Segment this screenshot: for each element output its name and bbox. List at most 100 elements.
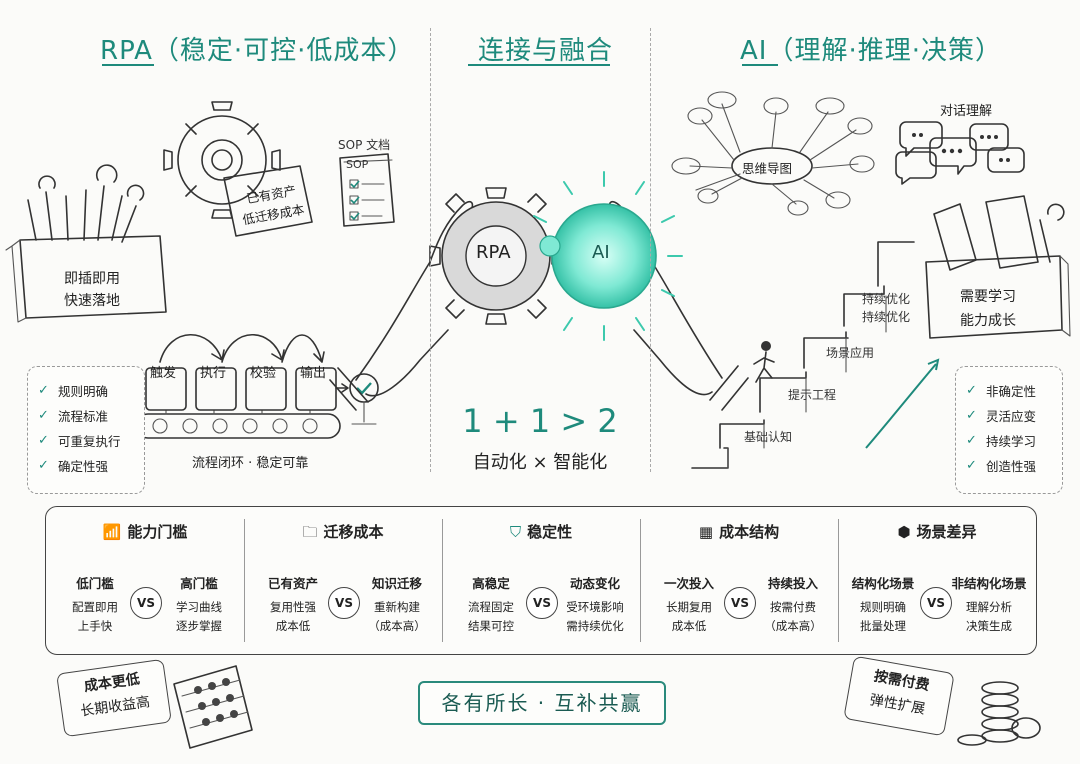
- check-icon: ✓: [966, 432, 977, 448]
- check-icon: ✓: [966, 407, 977, 423]
- sop-sheet-label: SOP: [346, 158, 369, 171]
- rpa-header: RPA（稳定·可控·低成本）: [100, 36, 415, 66]
- flow-arcs: [159, 334, 325, 363]
- step-output: 输出: [300, 366, 327, 381]
- check-icon: ✓: [966, 457, 977, 473]
- vs-badge: VS: [328, 587, 360, 619]
- check-icon: ✓: [38, 457, 49, 473]
- vs-badge: VS: [526, 587, 558, 619]
- toolbox-illustration: [5, 164, 167, 323]
- check-icon: ✓: [38, 432, 49, 448]
- compare-left: 结构化场景规则明确批量处理: [851, 576, 915, 633]
- gear-illustration: [163, 101, 313, 237]
- compare-col-stability: ⛉稳定性 高稳定流程固定结果可控 VS 动态变化受环境影响需持续优化: [442, 507, 640, 654]
- compare-right: 非结构化场景理解分析决策生成: [951, 576, 1027, 633]
- step-verify: 校验: [250, 366, 277, 381]
- step-box-1: [145, 367, 187, 411]
- dialog-label: 对话理解: [940, 104, 993, 119]
- compare-right: 持续投入按需付费（成本高）: [764, 576, 822, 633]
- ai-trait: 非确定性: [986, 384, 1037, 399]
- shield-icon: ⛉: [509, 523, 522, 541]
- compare-title: ▦成本结构: [698, 523, 780, 541]
- abacus-illustration: [173, 665, 253, 749]
- ai-puzzle-piece: [533, 171, 683, 341]
- ai-trait: 持续学习: [986, 434, 1037, 449]
- compare-title: 📶能力门槛: [102, 523, 188, 541]
- flow-caption: 流程闭环 · 稳定可靠: [192, 456, 309, 471]
- mind-map-illustration: [671, 91, 875, 216]
- compare-left: 一次投入长期复用成本低: [663, 576, 714, 633]
- compare-right: 知识迁移重新构建（成本高）: [368, 576, 426, 633]
- cube-icon: ⬢: [897, 523, 911, 541]
- compare-title: ⛉稳定性: [509, 523, 573, 541]
- rpa-puzzle-piece: [429, 187, 563, 325]
- stair-step-4b: 持续优化: [862, 310, 911, 324]
- center-subtitle: 自动化 × 智能化: [472, 452, 608, 473]
- column-separator: [244, 519, 245, 642]
- check-icon: ✓: [38, 382, 49, 398]
- stair-step-1: 基础认知: [744, 430, 793, 444]
- rpa-header-underline: [102, 64, 154, 66]
- rpa-trait: 流程标准: [58, 409, 109, 424]
- equation: 1 + 1 > 2: [462, 402, 618, 440]
- mindmap-label: 思维导图: [742, 161, 793, 176]
- books-box-illustration: [925, 195, 1071, 339]
- vs-badge: VS: [130, 587, 162, 619]
- ai-header: AI（理解·推理·决策）: [740, 36, 1002, 66]
- column-separator: [838, 519, 839, 642]
- check-icon: ✓: [966, 382, 977, 398]
- ai-trait: 灵活应变: [986, 409, 1037, 424]
- divider-right: [650, 28, 651, 472]
- vs-badge: VS: [724, 587, 756, 619]
- ai-box-label-2: 能力成长: [960, 313, 1016, 329]
- compare-title: ⬢场景差异: [897, 523, 977, 541]
- coins-stack-illustration: [957, 681, 1041, 746]
- toolbox-label-1: 即插即用: [64, 271, 120, 287]
- compare-right: 高门槛学习曲线逐步掌握: [176, 576, 222, 633]
- compare-title: 🗀迁移成本: [244, 521, 442, 547]
- stair-step-3: 场景应用: [826, 346, 875, 360]
- sop-document-illustration: [339, 153, 395, 227]
- ai-trait: 创造性强: [986, 459, 1037, 474]
- connect-header-underline: [468, 64, 610, 66]
- step-box-2: [195, 367, 237, 411]
- stair-step-4: 持续优化: [862, 292, 911, 306]
- compare-left: 高稳定流程固定结果可控: [468, 576, 514, 633]
- motto-banner: 各有所长 · 互补共赢: [418, 681, 666, 725]
- comparison-panel: 📶能力门槛 低门槛配置即用上手快 VS 高门槛学习曲线逐步掌握 🗀迁移成本 已有…: [45, 506, 1037, 655]
- compare-right: 动态变化受环境影响需持续优化: [566, 576, 624, 633]
- stair-step-2: 提示工程: [788, 388, 837, 402]
- step-box-3: [245, 367, 287, 411]
- check-icon: ✓: [38, 407, 49, 423]
- compare-col-capability: 📶能力门槛 低门槛配置即用上手快 VS 高门槛学习曲线逐步掌握: [46, 507, 244, 654]
- step-trigger: 触发: [150, 366, 177, 381]
- column-separator: [442, 519, 443, 642]
- ai-box-label-1: 需要学习: [960, 289, 1016, 305]
- ai-puzzle-label: AI: [592, 242, 610, 263]
- growth-arrow: [865, 363, 937, 449]
- rpa-puzzle-label: RPA: [476, 242, 511, 263]
- compare-col-scenario: ⬢场景差异 结构化场景规则明确批量处理 VS 非结构化场景理解分析决策生成: [838, 507, 1036, 654]
- rpa-trait: 可重复执行: [58, 434, 121, 449]
- compare-left: 已有资产复用性强成本低: [267, 576, 318, 633]
- step-box-4: [295, 367, 337, 411]
- step-execute: 执行: [200, 366, 227, 381]
- folder-icon: 🗀: [302, 523, 318, 541]
- compare-col-cost: ▦成本结构 一次投入长期复用成本低 VS 持续投入按需付费（成本高）: [640, 507, 838, 654]
- connect-header: 连接与融合: [478, 36, 614, 66]
- ai-header-underline: [742, 64, 778, 66]
- bar-chart-icon: 📶: [102, 523, 122, 541]
- compare-left: 低门槛配置即用上手快: [72, 576, 118, 633]
- chat-bubbles-illustration: [895, 121, 1025, 185]
- verified-check-icon: [349, 373, 379, 425]
- rpa-trait: 规则明确: [58, 384, 109, 399]
- rpa-trait: 确定性强: [58, 459, 109, 474]
- vs-badge: VS: [920, 587, 952, 619]
- rpa-traits-card: ✓ 规则明确 ✓ 流程标准 ✓ 可重复执行 ✓ 确定性强: [27, 366, 145, 494]
- toolbox-label-2: 快速落地: [64, 293, 120, 309]
- climbing-person-icon: [753, 341, 775, 383]
- column-separator: [640, 519, 641, 642]
- ai-traits-card: ✓ 非确定性 ✓ 灵活应变 ✓ 持续学习 ✓ 创造性强: [955, 366, 1063, 494]
- sop-doc-title: SOP 文档: [338, 138, 391, 152]
